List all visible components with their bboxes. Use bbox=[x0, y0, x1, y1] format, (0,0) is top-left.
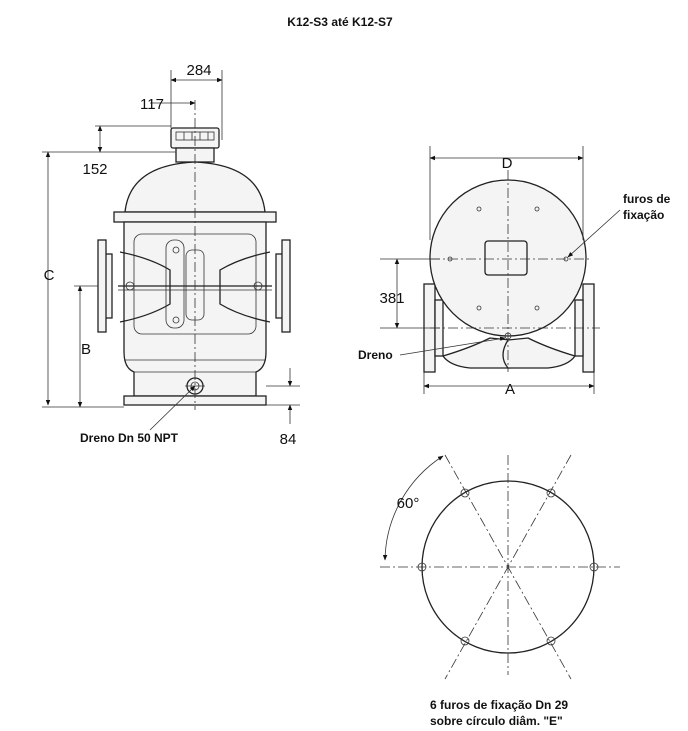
front-dimensions: 284 117 152 C B 84 Dreno Dn 50 NPT bbox=[42, 62, 300, 448]
dim-284: 284 bbox=[186, 62, 211, 79]
dim-117: 117 bbox=[140, 96, 164, 113]
angle-60: 60° bbox=[397, 495, 420, 512]
note-line2: sobre círculo diâm. "E" bbox=[430, 714, 563, 728]
holes-label-line2: fixação bbox=[623, 208, 664, 222]
drain-label: Dreno bbox=[358, 348, 393, 362]
hole-5 bbox=[460, 636, 470, 646]
holes-label-line1: furos de bbox=[623, 192, 671, 206]
bolt-circle-view: 60° 6 furos de fixação Dn 29 sobre círcu… bbox=[380, 454, 620, 728]
dim-A: A bbox=[505, 381, 515, 398]
dim-84: 84 bbox=[280, 431, 297, 448]
dim-381: 381 bbox=[379, 290, 404, 307]
dim-152: 152 bbox=[82, 161, 107, 178]
hole-4 bbox=[546, 636, 556, 646]
center-box bbox=[484, 240, 528, 276]
dim-B: B bbox=[81, 341, 91, 358]
front-view bbox=[97, 100, 291, 410]
top-view bbox=[423, 170, 600, 373]
top-dimensions: D 381 A Dreno furos de fixação bbox=[358, 146, 671, 398]
hole-1 bbox=[460, 488, 470, 498]
dim-C: C bbox=[44, 267, 55, 284]
hole-6 bbox=[417, 562, 427, 572]
hole-3 bbox=[589, 562, 599, 572]
note-line1: 6 furos de fixação Dn 29 bbox=[430, 698, 568, 712]
angle-arc bbox=[382, 455, 444, 561]
dim-D: D bbox=[502, 155, 513, 172]
hole-2 bbox=[546, 488, 556, 498]
drawing-title: K12-S3 até K12-S7 bbox=[287, 15, 393, 29]
drain-npt-label: Dreno Dn 50 NPT bbox=[80, 431, 179, 445]
